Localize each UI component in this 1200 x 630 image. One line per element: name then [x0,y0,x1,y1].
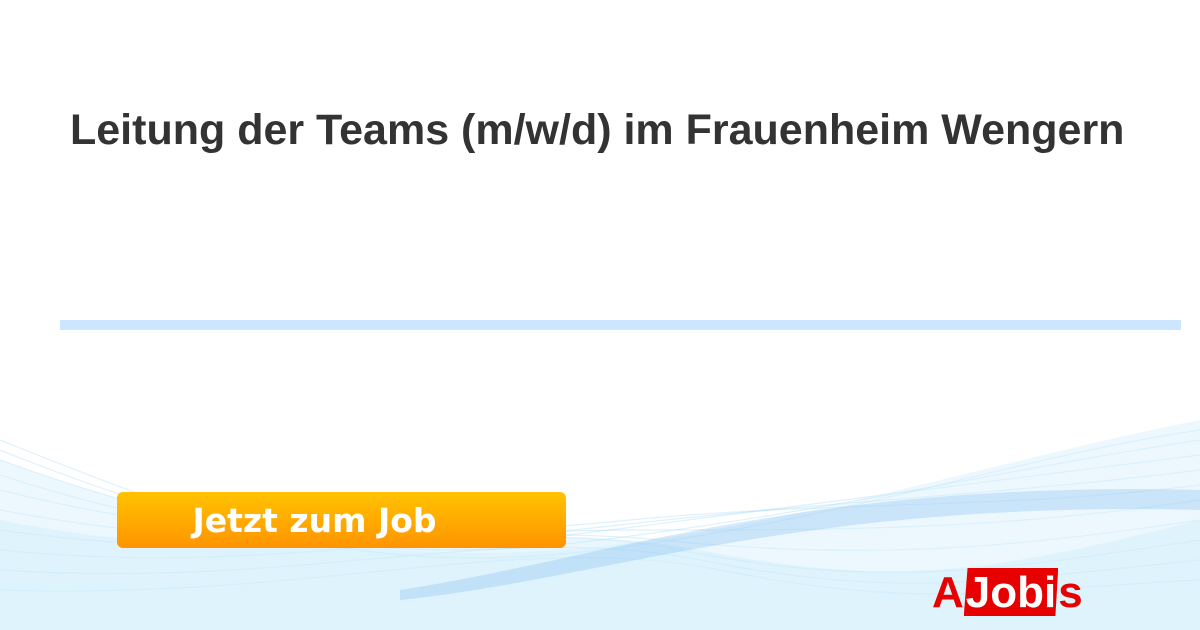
logo-letter-a: A [932,568,964,617]
job-title: Leitung der Teams (m/w/d) im Frauenheim … [70,106,1125,154]
divider [60,320,1181,330]
apply-button[interactable]: Jetzt zum Job [117,492,566,548]
logo-box: Jobi [963,568,1059,617]
ajobis-logo[interactable]: A Jobi s [932,566,1083,616]
logo-letter-s: s [1058,568,1083,617]
